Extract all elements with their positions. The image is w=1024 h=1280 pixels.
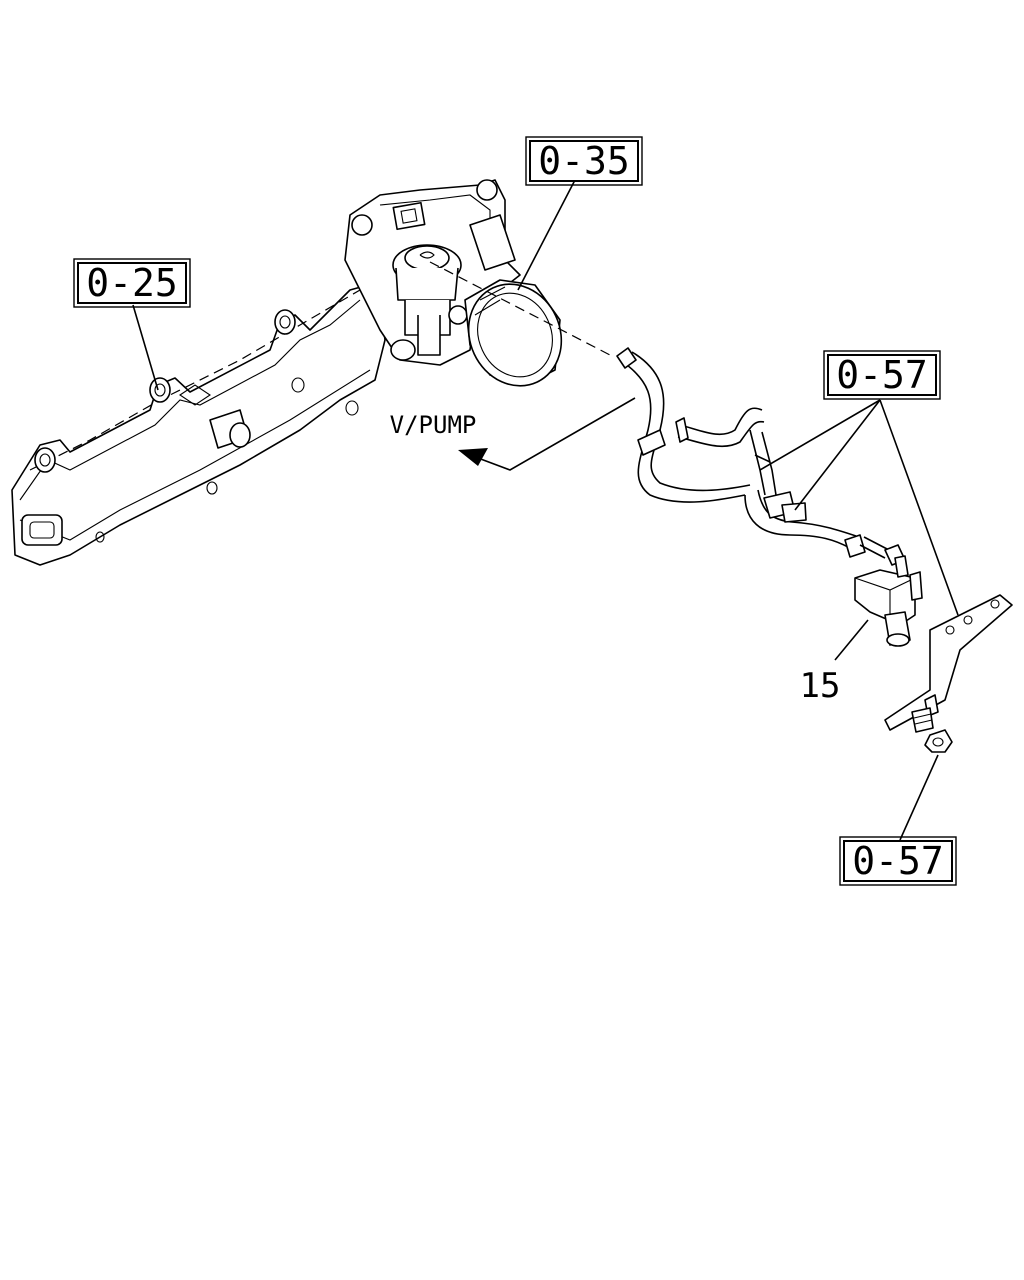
callout-0-35-text: 0-35 <box>538 139 630 183</box>
vsv-solenoid <box>854 544 923 647</box>
callout-0-35: 0-35 <box>525 136 643 186</box>
vpump-label: V/PUMP <box>390 411 477 439</box>
callout-0-57-top-text: 0-57 <box>836 353 928 397</box>
part-number-15: 15 <box>800 666 841 706</box>
leader-lines <box>132 179 959 841</box>
callout-0-57-bottom-text: 0-57 <box>852 839 944 883</box>
intake-manifold <box>11 284 386 566</box>
callout-0-25: 0-25 <box>73 258 191 308</box>
callout-0-57-top: 0-57 <box>823 350 941 400</box>
vacuum-hose-system <box>616 347 890 559</box>
callout-0-57-bottom: 0-57 <box>839 836 957 886</box>
callout-0-25-text: 0-25 <box>86 261 178 305</box>
bracket-assembly <box>884 594 1013 753</box>
egr-throttle-assembly <box>344 179 563 387</box>
